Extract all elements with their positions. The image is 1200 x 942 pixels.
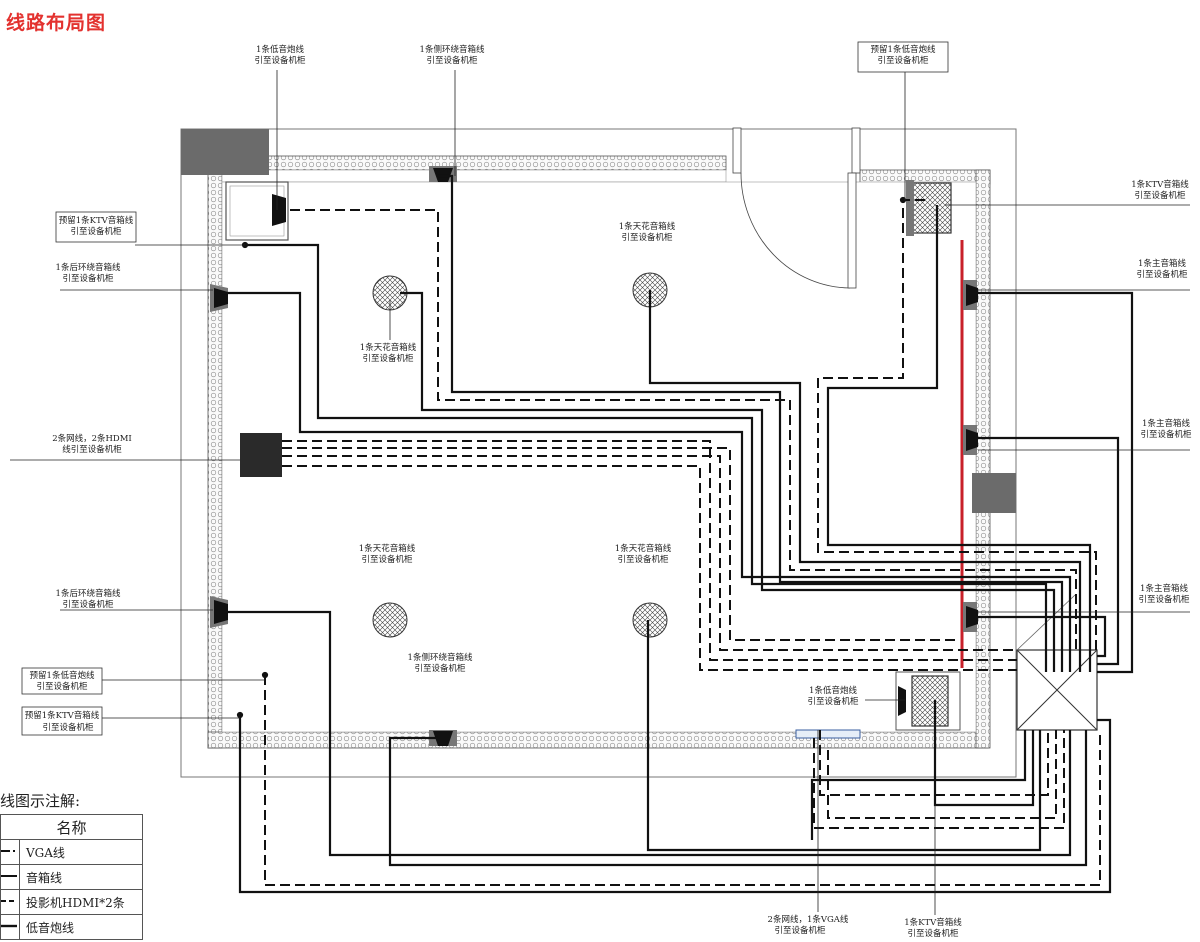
label-reserved-sub-left: 预留1条低音炮线引至设备机柜 bbox=[30, 670, 95, 692]
labels: 1条低音炮线引至设备机柜 1条侧环绕音箱线引至设备机柜 预留1条低音炮线引至设备… bbox=[25, 44, 1192, 939]
label-main-3: 1条主音箱线引至设备机柜 bbox=[1138, 583, 1190, 605]
label-ktv-bottom: 1条KTV音箱线引至设备机柜 bbox=[904, 917, 962, 939]
label-rear-surround-2: 1条后环绕音箱线引至设备机柜 bbox=[56, 588, 121, 610]
legend-header: 名称 bbox=[0, 814, 143, 840]
label-ceiling-top-left: 1条天花音箱线引至设备机柜 bbox=[360, 342, 417, 364]
label-ceiling-bottom-left: 1条天花音箱线引至设备机柜 bbox=[359, 543, 416, 565]
legend-row: VGA线 bbox=[0, 839, 143, 865]
cables-dashed bbox=[264, 199, 1101, 886]
label-main-2: 1条主音箱线引至设备机柜 bbox=[1140, 418, 1192, 440]
ktv-speaker-right bbox=[910, 182, 952, 234]
label-ceiling-top-center: 1条天花音箱线引至设备机柜 bbox=[619, 221, 676, 243]
label-sub-bottom: 1条低音炮线引至设备机柜 bbox=[807, 685, 859, 707]
label-box-reserved-ktv-left bbox=[21, 706, 103, 736]
wall-speakers bbox=[210, 166, 978, 746]
label-box-reserved-sub-left bbox=[21, 667, 103, 695]
legend-table: 名称 VGA线 音箱线 投影机HDMI*2条 低音炮线 bbox=[0, 814, 143, 940]
label-box-reserved-sub bbox=[857, 41, 949, 73]
cables bbox=[222, 174, 1134, 894]
projector-screen bbox=[795, 729, 861, 739]
label-main-1: 1条主音箱线引至设备机柜 bbox=[1136, 258, 1188, 280]
label-box-reserved-ktv bbox=[55, 211, 137, 243]
legend-row: 音箱线 bbox=[0, 864, 143, 890]
door bbox=[732, 127, 861, 289]
legend-row: 投影机HDMI*2条 bbox=[0, 889, 143, 915]
equipment-cabinet bbox=[1016, 594, 1098, 731]
network-box bbox=[240, 433, 282, 477]
label-surround-bottom: 1条侧环绕音箱线引至设备机柜 bbox=[408, 652, 473, 674]
label-network-vga-bottom: 2条网线，1条VGA线引至设备机柜 bbox=[768, 914, 849, 936]
ktv-speaker-left bbox=[272, 194, 286, 226]
label-ktv-right: 1条KTV音箱线引至设备机柜 bbox=[1131, 179, 1189, 201]
legend-row: 低音炮线 bbox=[0, 914, 143, 940]
label-ceiling-bottom-right: 1条天花音箱线引至设备机柜 bbox=[615, 543, 672, 565]
leader-lines bbox=[10, 70, 1190, 915]
diagram-title: 线路布局图 bbox=[6, 12, 107, 34]
outer-boundary bbox=[180, 128, 1017, 778]
ceiling-speakers bbox=[372, 272, 668, 638]
label-reserved-ktv-top: 预留1条KTV音箱线引至设备机柜 bbox=[59, 215, 134, 237]
label-reserved-ktv-left: 预留1条KTV音箱线引至设备机柜 bbox=[25, 710, 100, 733]
label-reserved-sub-top: 预留1条低音炮线引至设备机柜 bbox=[871, 44, 936, 66]
walls bbox=[207, 155, 991, 749]
column-block-right bbox=[972, 473, 1016, 513]
label-rear-surround-1: 1条后环绕音箱线引至设备机柜 bbox=[56, 262, 121, 284]
legend-title: 线图示注解: bbox=[0, 792, 81, 810]
label-sub-top: 1条低音炮线引至设备机柜 bbox=[254, 44, 306, 66]
label-surround-top: 1条侧环绕音箱线引至设备机柜 bbox=[420, 44, 485, 66]
column-block bbox=[181, 129, 269, 175]
